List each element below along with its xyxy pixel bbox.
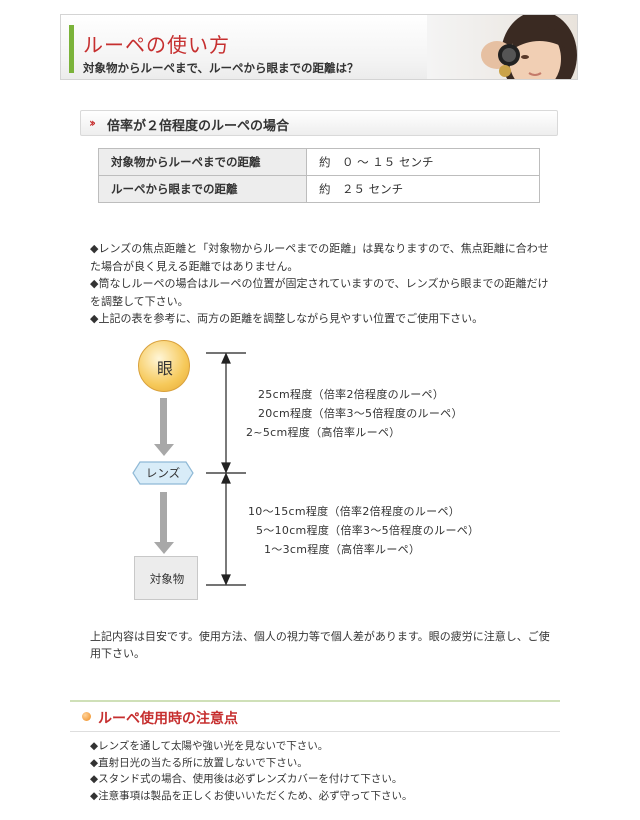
table-row-value: 約 ０ ～ １５ センチ xyxy=(306,148,540,176)
note-item: ◆筒なしルーペの場合はルーペの位置が固定されていますので、レンズから眼までの距離… xyxy=(90,277,549,308)
caution-item: ◆スタンド式の場合、使用後は必ずレンズカバーを付けて下さい。 xyxy=(90,773,403,785)
distance-dimension-lines xyxy=(206,352,246,586)
down-arrow-icon xyxy=(154,444,174,456)
usage-notes: ◆レンズの焦点距離と「対象物からルーペまでの距離」は異なりますので、焦点距離に合… xyxy=(90,240,552,328)
table-row-value: 約 ２５ センチ xyxy=(306,175,540,203)
section-title: ルーペ使用時の注意点 xyxy=(98,711,238,727)
object-label: 対象物 xyxy=(149,572,185,586)
header-banner: ルーペの使い方 対象物からルーペまで、ルーペから眼までの距離は？ xyxy=(60,14,578,80)
banner-accent-bar xyxy=(69,25,74,73)
page-title: ルーペの使い方 xyxy=(83,33,230,57)
eye-circle: 眼 xyxy=(138,340,190,392)
caution-list: ◆レンズを通して太陽や強い光を見ないで下さい。 ◆直射日光の当たる所に放置しない… xyxy=(90,738,560,804)
upper-range-3-5x: 20cm程度（倍率3～5倍程度のルーペ） xyxy=(258,407,463,420)
table-row-label: ルーペから眼までの距離 xyxy=(98,175,307,203)
distance-table: 対象物からルーペまでの距離 約 ０ ～ １５ センチ ルーペから眼までの距離 約… xyxy=(98,148,540,203)
table-row: 対象物からルーペまでの距離 約 ０ ～ １５ センチ xyxy=(98,148,540,176)
arrow-shaft xyxy=(160,398,167,444)
eye-label: 眼 xyxy=(156,359,173,378)
object-box: 対象物 xyxy=(134,556,198,600)
lens-label: レンズ xyxy=(145,466,181,480)
note-item: ◆上記の表を参考に、両方の距離を調整しながら見やすい位置でご使用下さい。 xyxy=(90,312,484,325)
caution-item: ◆レンズを通して太陽や強い光を見ないで下さい。 xyxy=(90,740,329,752)
table-row: ルーペから眼までの距離 約 ２５ センチ xyxy=(98,175,540,203)
lower-range-2x: 10～15cm程度（倍率2倍程度のルーペ） xyxy=(248,505,461,518)
upper-range-high: 2~5cm程度（高倍率ルーペ） xyxy=(246,426,401,439)
lower-range-high: 1～3cm程度（高倍率ルーペ） xyxy=(264,543,421,556)
section-title: 倍率が２倍程度のルーペの場合 xyxy=(107,119,290,134)
section-heading-2x-loupe: ›› 倍率が２倍程度のルーペの場合 xyxy=(80,110,558,136)
page-subtitle: 対象物からルーペまで、ルーペから眼までの距離は？ xyxy=(83,61,359,75)
woman-with-loupe-photo xyxy=(427,15,577,79)
lens-shape xyxy=(132,461,194,485)
caution-item: ◆直射日光の当たる所に放置しないで下さい。 xyxy=(90,756,308,769)
section-divider xyxy=(70,700,560,702)
table-row-label: 対象物からルーペまでの距離 xyxy=(98,148,307,176)
down-arrow-icon xyxy=(154,542,174,554)
orange-bullet-icon xyxy=(82,712,91,721)
caution-item: ◆注意事項は製品を正しくお使いいただくため、必ず守って下さい。 xyxy=(90,789,413,802)
section-divider xyxy=(70,731,560,732)
note-item: ◆レンズの焦点距離と「対象物からルーペまでの距離」は異なりますので、焦点距離に合… xyxy=(90,242,549,273)
disclaimer-text: 上記内容は目安です。使用方法、個人の視力等で個人差があります。眼の疲労に注意し、… xyxy=(90,630,550,660)
upper-range-2x: 25cm程度（倍率2倍程度のルーペ） xyxy=(258,388,445,401)
double-chevron-icon: ›› xyxy=(89,116,96,130)
lower-range-3-5x: 5～10cm程度（倍率3～5倍程度のルーペ） xyxy=(256,524,480,537)
arrow-shaft xyxy=(160,492,167,542)
